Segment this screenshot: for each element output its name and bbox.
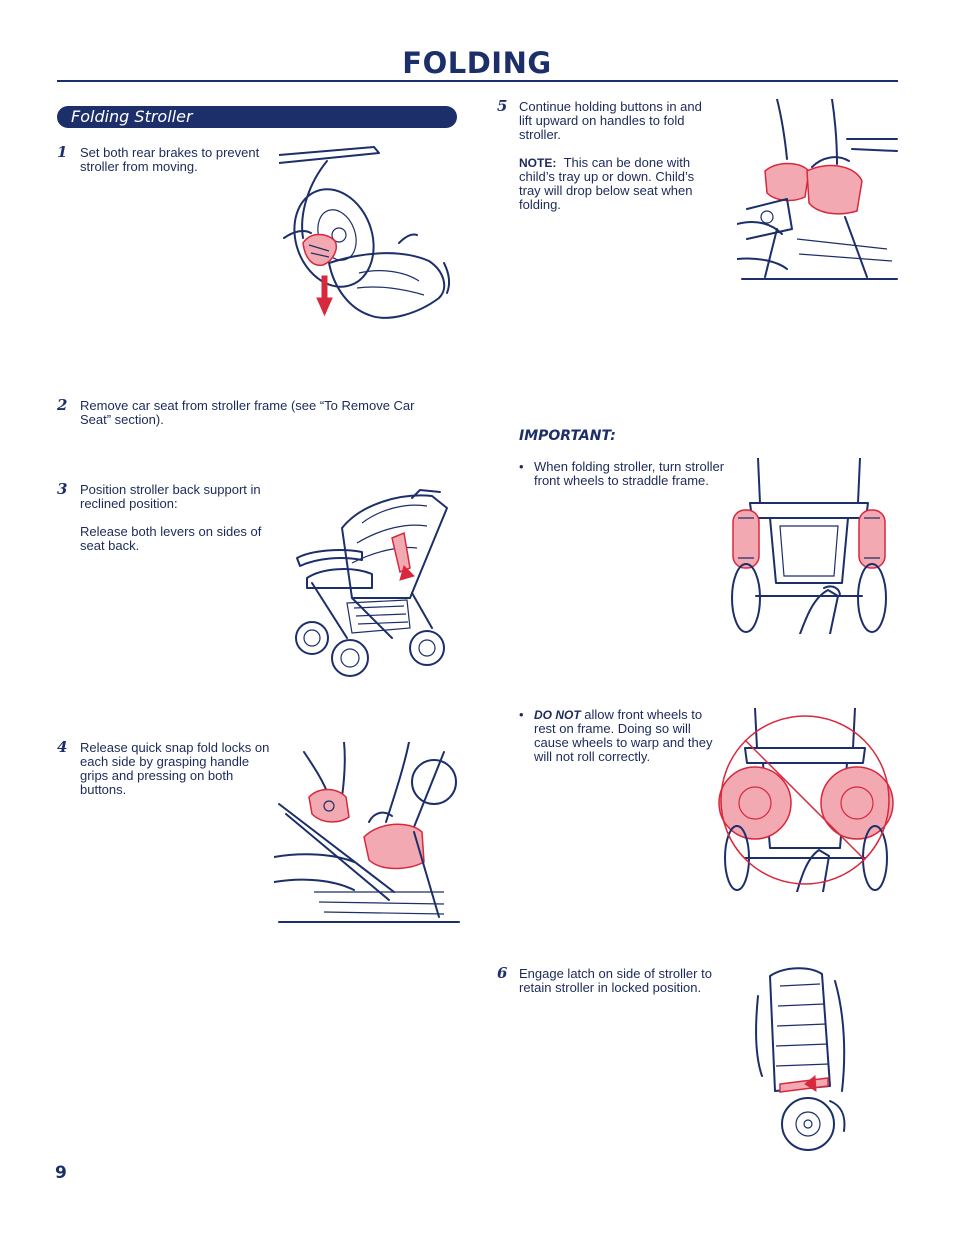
note-text: This can be done with child’s tray up or… (519, 155, 695, 212)
important-bullet-1: When folding stroller, turn stroller fro… (534, 459, 725, 488)
step-3-number: 3 (57, 480, 68, 498)
bullet-2-marker: • (519, 707, 524, 722)
step-5-text: Continue holding buttons in and lift upw… (519, 100, 714, 212)
step-1-number: 1 (57, 143, 68, 161)
step-5-line-1: Continue holding buttons in and lift upw… (519, 99, 702, 142)
section-header: Folding Stroller (57, 106, 457, 128)
wrong-wheels-illustration (718, 708, 894, 892)
wheels-straddle-illustration (731, 458, 887, 634)
lift-handles-illustration (737, 99, 898, 280)
folded-stroller-illustration (755, 967, 846, 1151)
step-6-text: Engage latch on side of stroller to reta… (519, 966, 712, 995)
step-1-text: Set both rear brakes to prevent stroller… (80, 145, 260, 174)
step-5-number: 5 (497, 97, 508, 115)
reclined-stroller-illustration (295, 489, 448, 677)
step-3-line-2: Release both levers on sides of seat bac… (80, 524, 262, 553)
section-title: Folding Stroller (71, 107, 193, 126)
step-3-text: Position stroller back support in reclin… (80, 483, 270, 553)
bullet-1-marker: • (519, 459, 524, 474)
rear-brake-illustration (279, 146, 451, 319)
bullet-2-text: allow front wheels to rest on frame. Doi… (534, 707, 713, 764)
page-number: 9 (55, 1163, 67, 1183)
important-heading: IMPORTANT: (519, 428, 616, 444)
step-4-number: 4 (57, 738, 68, 756)
step-6-number: 6 (497, 964, 508, 982)
step-5-note: NOTE: This can be done with child’s tray… (519, 156, 714, 212)
fold-lock-illustration (274, 742, 460, 923)
step-4-text: Release quick snap fold locks on each si… (80, 740, 270, 797)
page-title: FOLDING (402, 46, 552, 80)
title-rule (57, 80, 898, 82)
note-label: NOTE: (519, 156, 557, 170)
important-bullet-2: DO NOT allow front wheels to rest on fra… (534, 708, 726, 764)
step-2-text: Remove car seat from stroller frame (see… (80, 398, 415, 427)
step-2-number: 2 (57, 396, 68, 414)
step-3-line-1: Position stroller back support in reclin… (80, 482, 261, 511)
do-not-emphasis: DO NOT (534, 708, 581, 722)
